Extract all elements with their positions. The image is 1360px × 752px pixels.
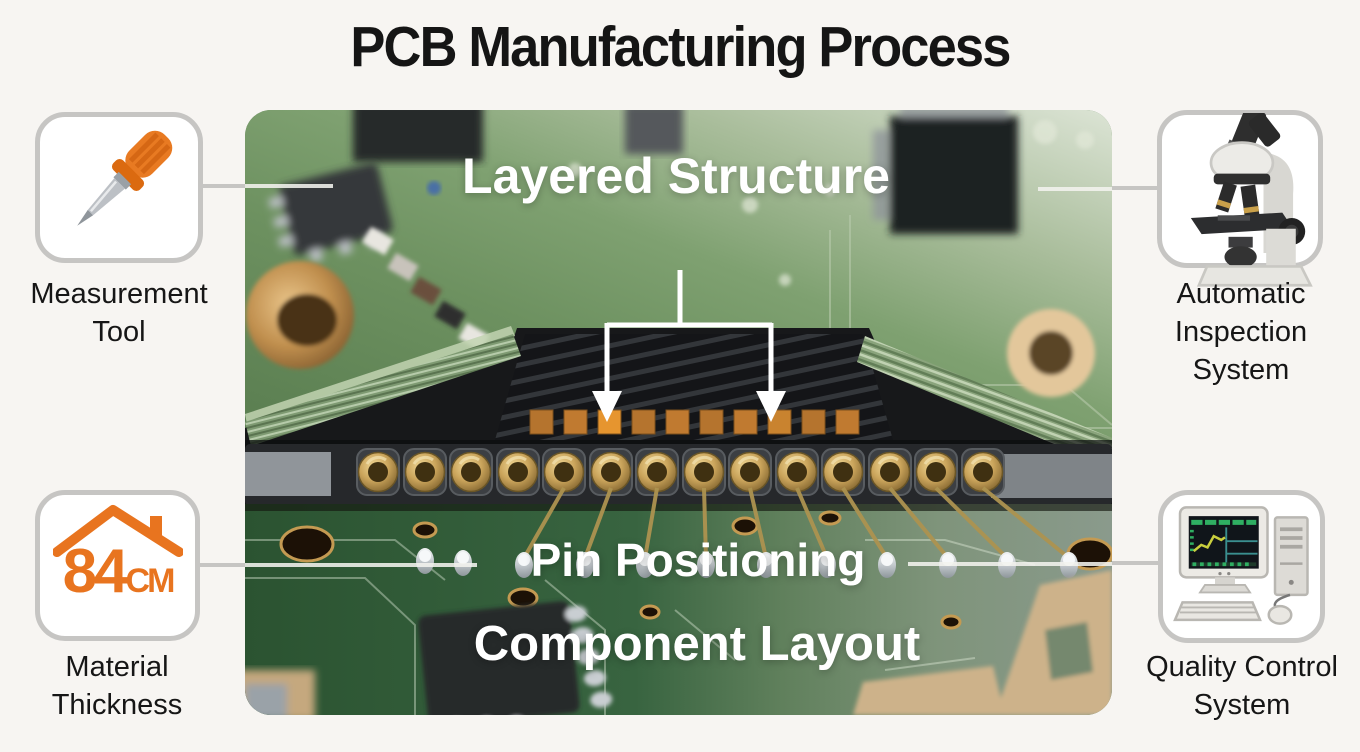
connector-line-bottom-right: [1110, 561, 1160, 565]
photo-label-pin-positioning: Pin Positioning: [530, 534, 866, 586]
microscope-icon: [1190, 113, 1313, 287]
connector-line-top-right-inner: [1038, 187, 1112, 191]
desktop-computer-icon: [1173, 506, 1309, 625]
callout-label-automatic-inspection: Automatic Inspection System: [1174, 278, 1308, 386]
callout-label-material-thickness: Material Thickness: [51, 651, 183, 721]
callout-label-quality-control: Quality Control System: [1146, 651, 1338, 721]
connector-line-bottom-right-inner: [908, 562, 1112, 566]
material-thickness-value: 84CM: [35, 541, 200, 616]
roof-icon: [53, 505, 183, 557]
connector-line-top-right: [1110, 186, 1160, 190]
pcb-photo: Layered Structure Pin Positioning Compon…: [245, 110, 1112, 715]
connector-line-bottom-left: [197, 563, 248, 567]
screwdriver-icon: [77, 130, 173, 226]
pcb-photo-art: [245, 110, 1112, 715]
photo-label-layered-structure: Layered Structure: [462, 148, 890, 204]
connector-line-bottom-left-inner: [245, 563, 477, 567]
layered-structure-arrows: [592, 270, 786, 422]
thickness-number: 84: [62, 537, 129, 606]
connector-line-top-left: [200, 184, 248, 188]
page-title: PCB Manufacturing Process: [350, 15, 1011, 79]
callout-label-measurement-tool: Measurement Tool: [30, 278, 208, 348]
thickness-unit: CM: [125, 562, 176, 600]
photo-label-component-layout: Component Layout: [473, 617, 921, 671]
connector-line-top-left-inner: [245, 184, 333, 188]
